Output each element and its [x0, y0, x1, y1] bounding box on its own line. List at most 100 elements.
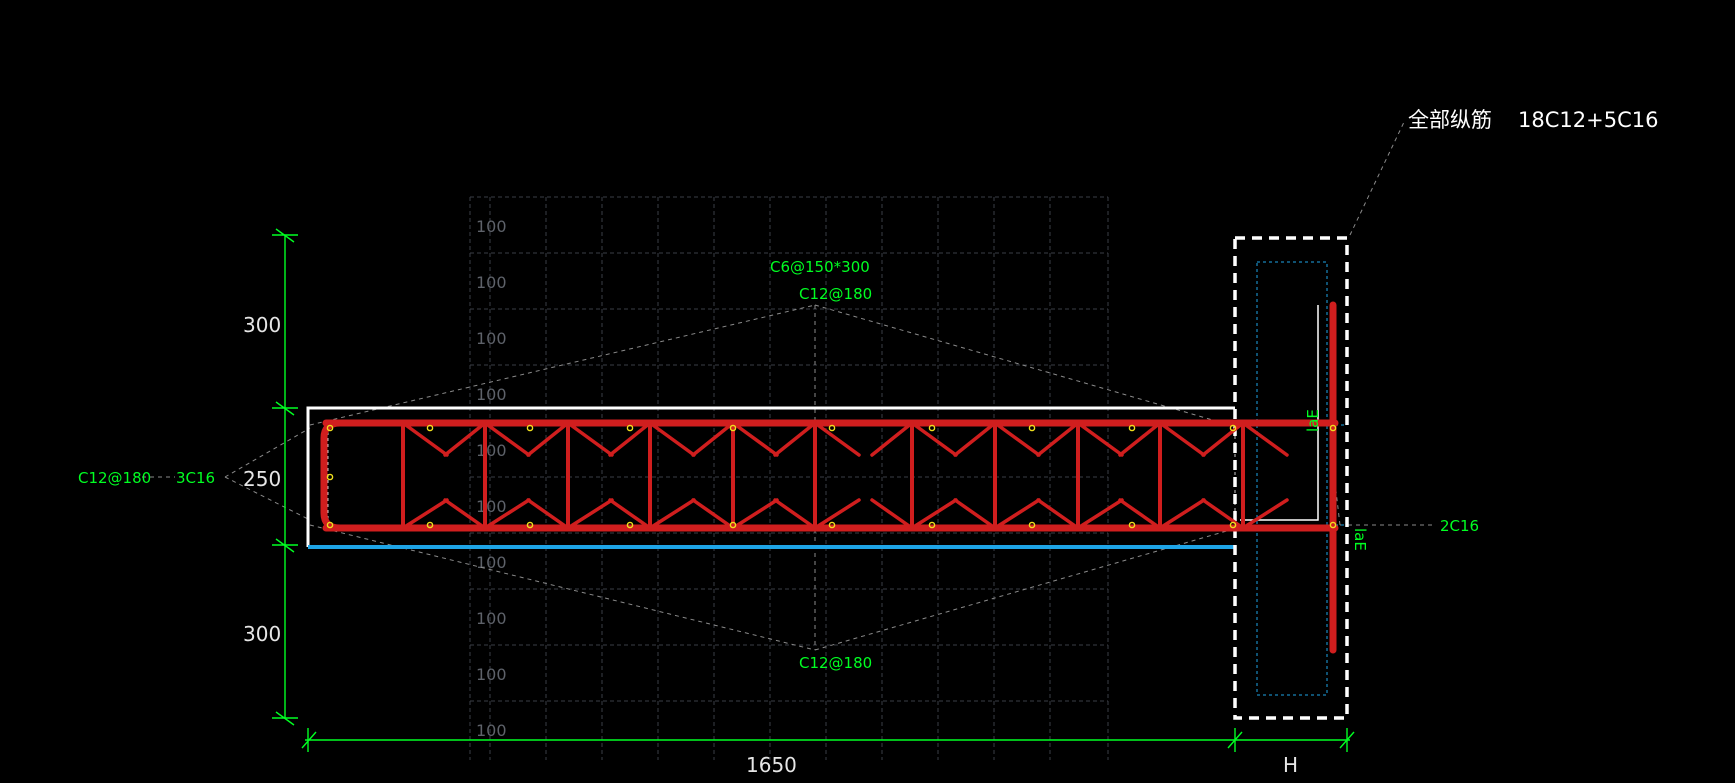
total-rebar-annotation: 全部纵筋 18C12+5C16 — [1408, 108, 1658, 132]
stirrup-hook — [526, 421, 570, 457]
rebar-marker — [426, 521, 434, 529]
grid-spacing-label: 100 — [476, 385, 507, 404]
stirrup-hook — [1241, 498, 1289, 530]
leader-top-right — [814, 304, 1231, 426]
stirrup-hook — [1076, 421, 1124, 457]
leader-total-rebar — [1349, 119, 1406, 236]
rebar-marker — [828, 521, 836, 529]
tick-2-slash — [275, 401, 295, 416]
column-outline — [1233, 236, 1349, 720]
top-distribution-label: C12@180 — [799, 285, 872, 303]
end-column — [1215, 236, 1349, 720]
stirrup-hook — [1241, 421, 1289, 457]
rebar-marker — [1128, 521, 1136, 529]
rebar-marker — [928, 521, 936, 529]
stirrup-hook — [1201, 421, 1245, 457]
rebar-marker — [729, 521, 737, 529]
stirrup-hook — [483, 498, 531, 530]
right-main-label: 2C16 — [1440, 517, 1479, 535]
stirrup-hook — [1158, 498, 1206, 530]
stirrup-hook — [691, 421, 735, 457]
bottom-distribution-label: C12@180 — [799, 654, 872, 672]
anchor-hook-white — [1240, 305, 1319, 521]
rebar-marker — [326, 521, 334, 529]
stirrup-hook — [813, 421, 861, 457]
grid-spacing-label: 100 — [476, 609, 507, 628]
stirrup-label: C6@150*300 — [770, 258, 870, 276]
rebar-marker — [326, 473, 334, 481]
stirrup-hook — [870, 498, 914, 530]
height-mid-label: 250 — [243, 467, 281, 491]
tick-4-slash — [275, 711, 295, 726]
height-top-label: 300 — [243, 313, 281, 337]
leader-bottom-right — [814, 529, 1231, 651]
stirrup-hook — [953, 421, 997, 457]
htick-3-slash — [1339, 731, 1355, 749]
stirrup-hook — [1201, 498, 1245, 530]
leader-lines — [142, 119, 1435, 651]
stirrup-hook — [870, 421, 914, 457]
anchor-right-label: laE — [1351, 528, 1369, 551]
rebar-marker — [626, 521, 634, 529]
stirrup-hook — [526, 498, 570, 530]
stirrup-hook — [608, 421, 652, 457]
rebar-marker — [928, 424, 936, 432]
rebar-marker — [1229, 424, 1237, 432]
rebar-marker — [526, 424, 534, 432]
tick-3-slash — [275, 538, 295, 553]
stirrup-hook — [910, 421, 958, 457]
stirrup-hook — [691, 498, 735, 530]
grid-spacing-label: 100 — [476, 721, 507, 740]
stirrup-hook — [993, 421, 1041, 457]
leader-bottom-left — [309, 524, 816, 651]
grid-spacing-label: 100 — [476, 329, 507, 348]
rebar-marker — [1329, 521, 1337, 529]
htick-1-slash — [301, 731, 317, 749]
stirrup-hook — [401, 421, 449, 457]
column-width-label: H — [1283, 753, 1298, 777]
rebar-marker — [426, 424, 434, 432]
rebar-marker — [1028, 424, 1036, 432]
grid-spacing-label: 100 — [476, 441, 507, 460]
htick-2-slash — [1227, 731, 1243, 749]
stirrup-hook — [1036, 421, 1080, 457]
stirrup-hook — [773, 498, 817, 530]
stirrup-hook — [731, 421, 779, 457]
rebar-marker — [526, 521, 534, 529]
total-rebar-value: 18C12+5C16 — [1518, 108, 1658, 132]
stirrup-hook — [813, 498, 861, 530]
grid-spacing-label: 100 — [476, 273, 507, 292]
length-label: 1650 — [746, 753, 797, 777]
stirrup-hook — [993, 498, 1041, 530]
stirrup-hook — [910, 498, 958, 530]
rebar-marker — [1329, 424, 1337, 432]
annotation-texts: C6@150*300 C12@180 C12@180 C12@180 3C16 … — [78, 258, 1479, 672]
dimension-texts: 300 250 300 1650 H — [243, 313, 1298, 777]
wall-outline-white — [306, 406, 1235, 547]
grid-spacing-label: 100 — [476, 497, 507, 516]
rebar-marker — [326, 424, 334, 432]
rebar-marker — [729, 424, 737, 432]
stirrup-hook — [566, 421, 614, 457]
rebar-markers — [326, 424, 1337, 529]
rebar-marker — [626, 424, 634, 432]
leader-left-top — [224, 427, 311, 478]
grid-spacing-label: 100 — [476, 217, 507, 236]
stirrup-hook — [483, 421, 531, 457]
height-bottom-label: 300 — [243, 622, 281, 646]
rebar-group — [320, 301, 1339, 654]
stirrup-hook — [608, 498, 652, 530]
total-rebar-label: 全部纵筋 — [1408, 108, 1492, 132]
rebar-marker — [828, 424, 836, 432]
tick-1-slash — [275, 228, 295, 243]
leader-top-left — [309, 304, 816, 426]
stirrup-hook — [648, 498, 696, 530]
stirrup-hook — [401, 498, 449, 530]
anchor-top-label: laE — [1304, 409, 1322, 432]
rebar-marker — [1128, 424, 1136, 432]
left-distribution-label: C12@180 — [78, 469, 151, 487]
stirrup-hook — [731, 498, 779, 530]
dimension-lines — [272, 228, 1355, 752]
